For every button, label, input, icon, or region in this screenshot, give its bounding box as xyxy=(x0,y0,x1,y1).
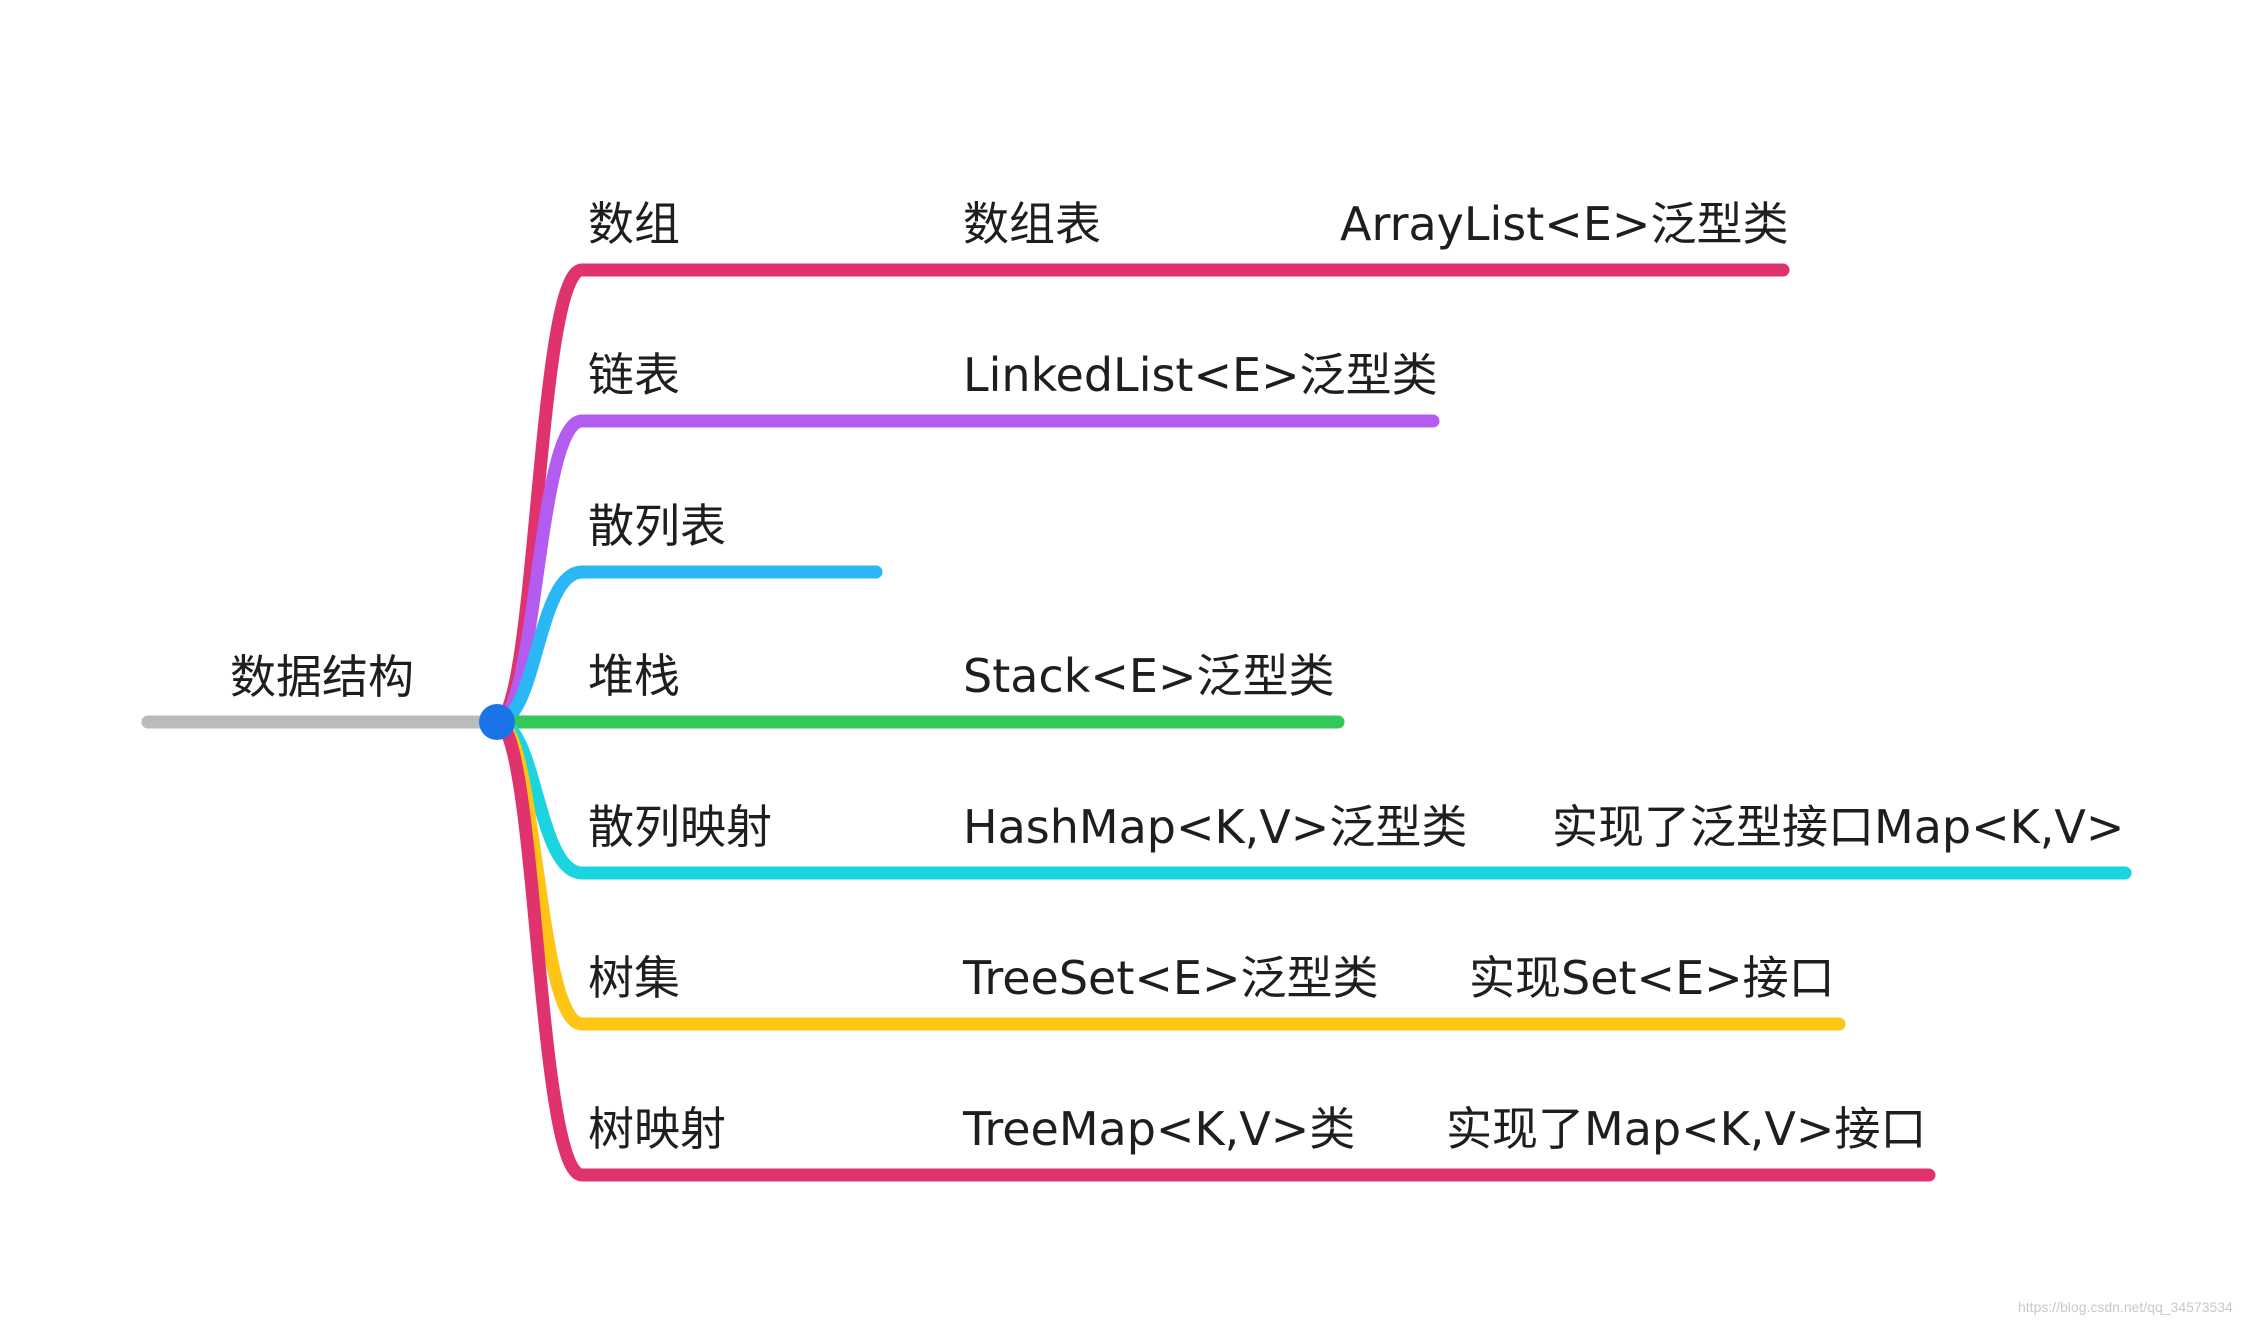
child-label-6-2[interactable]: 实现Set<E>接口 xyxy=(1469,951,1835,1005)
branch-line-3 xyxy=(490,565,883,729)
branch-label-5[interactable]: 散列映射 xyxy=(588,800,772,854)
child-label-2-1[interactable]: LinkedList<E>泛型类 xyxy=(963,348,1438,402)
branch-line-7 xyxy=(490,715,1936,1182)
branch-label-1[interactable]: 数组 xyxy=(588,197,680,251)
branch-label-4[interactable]: 堆栈 xyxy=(588,649,680,703)
child-label-1-1[interactable]: 数组表 xyxy=(963,197,1101,251)
branch-label-6[interactable]: 树集 xyxy=(588,951,680,1005)
child-label-6-1[interactable]: TreeSet<E>泛型类 xyxy=(962,951,1379,1005)
watermark: https://blog.csdn.net/qq_34573534 xyxy=(2018,1299,2233,1315)
branch-label-3[interactable]: 散列表 xyxy=(588,499,726,553)
branch-label-7[interactable]: 树映射 xyxy=(588,1102,726,1156)
branch-lines xyxy=(490,263,2132,1182)
child-label-5-2[interactable]: 实现了泛型接口Map<K,V> xyxy=(1552,800,2124,854)
child-label-7-2[interactable]: 实现了Map<K,V>接口 xyxy=(1446,1102,1926,1156)
root-node[interactable] xyxy=(479,704,515,740)
branch-label-2[interactable]: 链表 xyxy=(588,348,680,402)
child-label-7-1[interactable]: TreeMap<K,V>类 xyxy=(962,1102,1355,1156)
child-label-5-1[interactable]: HashMap<K,V>泛型类 xyxy=(963,800,1467,854)
child-label-4-1[interactable]: Stack<E>泛型类 xyxy=(963,649,1335,703)
child-label-1-2[interactable]: ArrayList<E>泛型类 xyxy=(1340,197,1788,251)
root-label[interactable]: 数据结构 xyxy=(230,650,414,704)
